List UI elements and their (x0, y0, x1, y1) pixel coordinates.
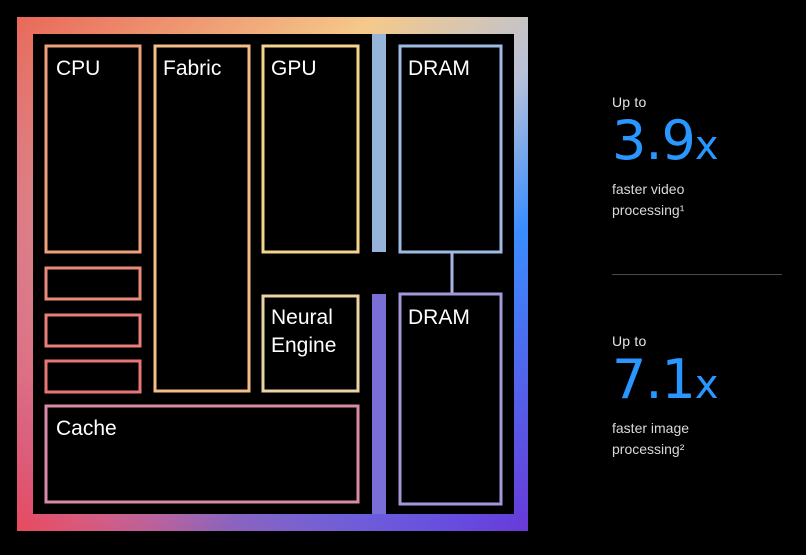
stats-divider (612, 274, 782, 275)
neural-engine-block (261, 294, 360, 393)
small-block-3 (44, 359, 142, 394)
interconnects (140, 148, 452, 406)
stat-number: 7.1 (612, 348, 696, 411)
fabric-label: Fabric (163, 57, 221, 80)
fabric-block (153, 44, 251, 393)
gpu-block (261, 44, 360, 254)
stat-desc-line2: processing¹ (612, 202, 685, 218)
dram-top-block (398, 44, 503, 254)
stat-prefix: Up to (612, 333, 647, 349)
stat-desc-line1: faster video (612, 181, 685, 197)
dram-top-label: DRAM (408, 57, 470, 80)
small-block-1 (44, 266, 142, 301)
stat-description: faster image processing² (612, 418, 792, 460)
stat-number: 3.9 (612, 109, 696, 172)
dram-bottom-label: DRAM (408, 306, 470, 329)
cache-block (44, 404, 360, 504)
divider-bar-bottom (372, 294, 386, 514)
stat-desc-line2: processing² (612, 441, 685, 457)
cpu-label: CPU (56, 57, 100, 80)
dram-bottom-block (398, 292, 503, 506)
stat-video: Up to 3.9x faster video processing¹ (612, 94, 792, 221)
stat-image: Up to 7.1x faster image processing² (612, 333, 792, 460)
cpu-block (44, 44, 142, 254)
stat-unit: x (694, 123, 719, 169)
cache-label: Cache (56, 417, 117, 440)
stat-unit: x (694, 362, 719, 408)
stat-value: 3.9x (612, 114, 792, 173)
stat-prefix: Up to (612, 94, 647, 110)
neural-label-line1: Neural (271, 306, 333, 329)
chip-diagram: CPU Fabric GPU DRAM Neural Engine DRAM C… (17, 17, 528, 531)
stat-value: 7.1x (612, 353, 792, 412)
stat-description: faster video processing¹ (612, 179, 792, 221)
small-block-2 (44, 313, 142, 348)
neural-label-line2: Engine (271, 334, 336, 357)
stat-desc-line1: faster image (612, 420, 690, 436)
gpu-label: GPU (271, 57, 317, 80)
divider-bar-top (372, 34, 386, 252)
